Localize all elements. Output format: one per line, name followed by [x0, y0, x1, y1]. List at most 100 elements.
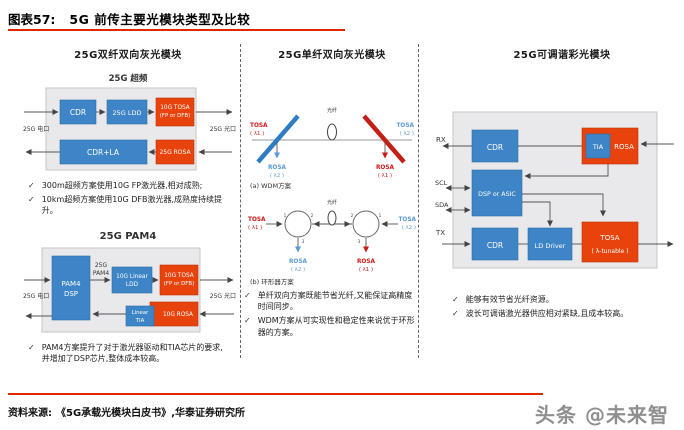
- ring-tosa-right-1: TOSA: [398, 217, 416, 223]
- wdm-tosa-right-2: ( λ2 ): [400, 131, 414, 137]
- plain-connectors: [518, 145, 586, 245]
- ring-rosa-right-1: ROSA: [357, 259, 376, 265]
- wdm-rosa-right-2: ( λ1 ): [378, 173, 392, 179]
- dsp-asic-label: DSP or ASIC: [478, 191, 516, 198]
- tosa-label-2: (FP or DFB): [164, 281, 194, 287]
- ring-rosa-right-2: ( λ1 ): [359, 267, 373, 273]
- top-rule: [8, 29, 345, 31]
- cdr-label: CDR: [70, 108, 86, 117]
- wdm-rosa-right-1: ROSA: [376, 165, 395, 171]
- check-icon: ✓: [28, 343, 35, 352]
- wdm-tosa-left-1: TOSA: [250, 123, 268, 129]
- linear-ldd-label-2: LDD: [126, 282, 139, 288]
- bullet-text: 波长可调谐激光器供应相对紧缺,且成本较高。: [465, 309, 629, 319]
- rosa-block: [149, 301, 199, 327]
- sda-port-label: SDA: [435, 201, 449, 209]
- ring-tosa-left-2: ( λ1 ): [248, 225, 262, 231]
- rosa-label: ROSA: [614, 143, 634, 151]
- bullet-text: PAM4方案提升了对于激光器驱动和TIA芯片的要求,并增加了DSP芯片,整体成本…: [41, 343, 223, 364]
- pam4-arrows: [24, 277, 234, 319]
- source-text: 《5G承载光模块白皮书》,华泰证券研究所: [56, 408, 245, 419]
- check-icon: ✓: [244, 291, 251, 300]
- linear-ldd-label-1: 10G Linear: [116, 274, 148, 280]
- svg-text:3: 3: [358, 239, 361, 244]
- bullet-item: ✓ 300m超频方案使用10G FP激光器,相对成熟;: [28, 180, 230, 191]
- source-line: 资料来源: 《5G承载光模块白皮书》,华泰证券研究所: [8, 404, 245, 419]
- pam4-dsp-label-1: PAM4: [61, 280, 81, 288]
- optical-port-label: 25G 光口: [210, 292, 236, 300]
- signal-label-1: 25G: [95, 262, 108, 269]
- tosa-tunable-label-1: TOSA: [599, 234, 619, 242]
- pam4-notes: ✓ PAM4方案提升了对于激光器驱动和TIA芯片的要求,并增加了DSP芯片,整体…: [28, 342, 230, 367]
- pam4-dsp-block: [51, 255, 91, 321]
- circulator-caption: (b) 环形器方案: [250, 277, 294, 286]
- bullet-item: ✓ 单纤双向方案既能节省光纤,又能保证高精度时间同步。: [244, 290, 416, 312]
- ring-rosa-left-2: ( λ2 ): [291, 267, 305, 273]
- wdm-rosa-left-1: ROSA: [268, 165, 287, 171]
- bullet-text: 能够有效节省光纤资源。: [465, 295, 554, 304]
- optical-port-label: 25G 光口: [210, 125, 236, 133]
- svg-text:2: 2: [311, 213, 314, 218]
- cdr-la-block: [59, 139, 148, 165]
- figure-label: 图表57:: [8, 12, 56, 27]
- diagram-wdm: 光纤 TOSA ( λ1 ) ROSA ( λ2 ) TOSA ( λ2 ) R…: [250, 107, 415, 190]
- wdm-caption: (a) WDM方案: [250, 181, 292, 190]
- tunable-arrows: [442, 141, 674, 247]
- cdr-tx-label: CDR: [487, 241, 503, 250]
- check-icon: ✓: [244, 316, 251, 326]
- cdr-rx-block: [471, 129, 519, 163]
- ring-rosa-left-1: ROSA: [289, 259, 308, 265]
- ring-tosa-left-1: TOSA: [248, 217, 266, 223]
- tx-port-label: TX: [435, 229, 445, 237]
- ld-driver-label: LD Driver: [535, 242, 566, 250]
- bullet-text: 10km超频方案使用10G DFB激光器,成熟度持续提升。: [41, 195, 223, 216]
- dsp-asic-block: [471, 169, 523, 217]
- fiber-label: 光纤: [327, 107, 337, 114]
- fiber-coil-icon: [327, 123, 337, 141]
- scl-port-label: SCL: [435, 179, 448, 187]
- electrical-port-label: 25G 电口: [23, 125, 49, 133]
- pam4-dsp-label-2: DSP: [64, 290, 78, 298]
- linear-tia-label-1: Linear: [132, 310, 150, 316]
- bullet-item: ✓ 波长可调谐激光器供应相对紧缺,且成本较高。: [452, 308, 667, 319]
- bullet-item: ✓ PAM4方案提升了对于激光器驱动和TIA芯片的要求,并增加了DSP芯片,整体…: [28, 342, 230, 364]
- ldd-block: [106, 99, 148, 125]
- column-title-tunable: 25G可调谐彩光模块: [513, 50, 611, 61]
- watermark: 头条 @未来智库: [535, 403, 669, 427]
- check-icon: ✓: [452, 295, 459, 304]
- tosa-label-2: (FP or DFB): [160, 113, 190, 119]
- ldd-label: 25G LDD: [112, 109, 141, 117]
- bottom-rule: [8, 393, 543, 395]
- electrical-port-label: 25G 电口: [23, 292, 49, 300]
- circulator-left: [284, 210, 312, 238]
- tia-label: TIA: [592, 143, 604, 151]
- bullet-item: ✓ WDM方案从可实现性和稳定性来说优于环形器的方案。: [244, 315, 416, 337]
- bullet-item: ✓ 10km超频方案使用10G DFB激光器,成熟度持续提升。: [28, 194, 230, 216]
- figure-title: 5G 前传主要光模块类型及比较: [69, 12, 251, 27]
- ring-tosa-right-2: ( λ2 ): [402, 225, 416, 231]
- tosa-tunable-label-2: ( λ-tunable ): [591, 248, 628, 255]
- svg-text:1: 1: [379, 213, 382, 218]
- diagram-pam4: PAM4 DSP 25G PAM4 10G Linear LDD 10G TOS…: [23, 247, 236, 333]
- diagram-circulator: 光纤 TOSA ( λ1 ) ROSA ( λ2 ) TOSA ( λ2 ) R…: [248, 199, 417, 286]
- source-label: 资料来源:: [8, 408, 52, 419]
- overclock-notes: ✓ 300m超频方案使用10G FP激光器,相对成熟; ✓ 10km超频方案使用…: [28, 180, 230, 220]
- bullet-text: 300m超频方案使用10G FP激光器,相对成熟;: [41, 181, 203, 190]
- tosa-block: [155, 97, 195, 127]
- fiber-coil-icon: [327, 210, 337, 226]
- wdm-tosa-left-2: ( λ1 ): [250, 131, 264, 137]
- check-icon: ✓: [28, 181, 35, 190]
- separator-right: [418, 44, 419, 358]
- overclock-arrows: [24, 109, 233, 155]
- single-fiber-notes: ✓ 单纤双向方案既能节省光纤,又能保证高精度时间同步。 ✓ WDM方案从可实现性…: [244, 290, 416, 341]
- linear-tia-label-2: TIA: [135, 318, 145, 324]
- bullet-text: 单纤双向方案既能节省光纤,又能保证高精度时间同步。: [257, 291, 413, 312]
- subtitle-overclock: 25G 超频: [108, 74, 148, 84]
- wdm-rosa-left-2: ( λ2 ): [270, 173, 284, 179]
- tunable-notes: ✓ 能够有效节省光纤资源。 ✓ 波长可调谐激光器供应相对紧缺,且成本较高。: [452, 294, 667, 322]
- tosa-label-1: 10G TOSA: [164, 273, 194, 279]
- figure-header: 图表57: 5G 前传主要光模块类型及比较: [8, 9, 250, 28]
- cdr-tx-block: [471, 227, 519, 261]
- rosa-block: [155, 139, 195, 165]
- wdm-filter-left: [256, 114, 300, 164]
